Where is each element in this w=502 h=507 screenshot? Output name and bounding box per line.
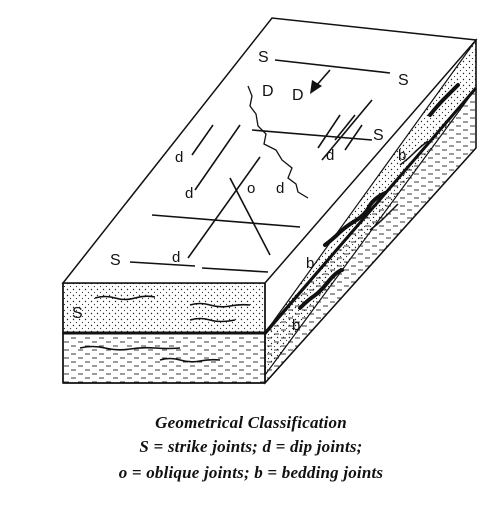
front-bedding-fractures xyxy=(79,295,251,363)
label-dip: d xyxy=(276,180,284,197)
caption-legend-line-1: S = strike joints; d = dip joints; xyxy=(139,437,363,456)
label-bedding: b xyxy=(398,147,406,164)
front-face-sandstone xyxy=(62,282,266,334)
joint-block-diagram: S S S S S D D d d d d d o b b b xyxy=(61,17,478,385)
label-bedding: b xyxy=(292,317,300,334)
bedding-plane-side xyxy=(263,87,478,334)
block-edges xyxy=(62,40,477,384)
label-dip: d xyxy=(175,149,183,166)
label-dip-direction: D xyxy=(262,83,274,100)
label-dip: d xyxy=(185,185,193,202)
caption-legend-line-2: o = oblique joints; b = bedding joints xyxy=(118,463,384,482)
caption-title: Geometrical Classification xyxy=(155,413,347,432)
dip-direction-arrow xyxy=(310,69,331,94)
label-bedding: b xyxy=(306,255,314,272)
label-strike: S xyxy=(110,252,121,269)
label-dip: d xyxy=(172,249,180,266)
label-strike: S xyxy=(373,127,384,144)
label-strike: S xyxy=(398,72,409,89)
side-thin-fractures xyxy=(369,140,429,231)
irregular-fracture xyxy=(247,85,309,199)
side-bedding-fractures xyxy=(298,83,460,310)
joint-labels: S S S S S D D d d d d d o b b b xyxy=(72,49,409,334)
joint-lines xyxy=(129,59,391,273)
front-face-shale xyxy=(62,332,266,384)
label-strike: S xyxy=(72,305,83,322)
label-dip: d xyxy=(326,147,334,164)
label-dip-direction: D xyxy=(292,87,304,104)
label-strike: S xyxy=(258,49,269,66)
label-oblique: o xyxy=(247,180,255,197)
